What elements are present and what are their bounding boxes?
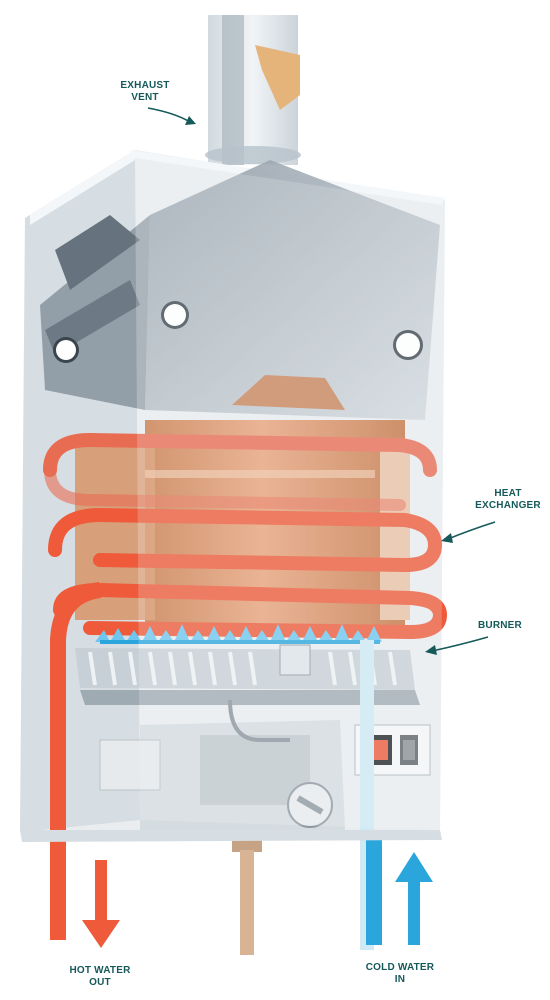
- exhaust-vent-label: EXHAUST VENT: [110, 80, 180, 104]
- hot-water-out-label-line1: HOT WATER: [69, 965, 131, 976]
- hot-water-out-arrow: [82, 860, 120, 948]
- cold-water-in-arrow: [395, 852, 433, 945]
- flue-hood: [40, 160, 440, 420]
- hot-water-out-label-line2: OUT: [89, 977, 111, 988]
- exhaust-vent-label-line2: VENT: [131, 92, 159, 103]
- leader-exhaust-vent: [147, 107, 196, 125]
- burner-flames: [95, 624, 382, 644]
- leader-heat-exchanger: [441, 521, 496, 543]
- exhaust-vent-label-line1: EXHAUST: [120, 80, 170, 91]
- hot-water-out-label: HOT WATER OUT: [60, 965, 140, 989]
- burner-label: BURNER: [470, 620, 530, 632]
- burner-label-line1: BURNER: [478, 620, 522, 631]
- heat-exchanger-label-line1: HEAT: [494, 488, 522, 499]
- burner-manifold: [75, 644, 420, 705]
- cold-water-in-label-line2: IN: [394, 974, 406, 985]
- leader-burner: [425, 636, 489, 655]
- gas-valve: [99, 699, 345, 835]
- cold-water-in-label: COLD WATER IN: [358, 962, 442, 986]
- heat-exchanger-label-line2: EXCHANGER: [475, 500, 541, 511]
- exhaust-vent-pipe: [205, 15, 301, 165]
- cold-water-in-label-line1: COLD WATER: [365, 962, 435, 973]
- heat-exchanger-label: HEAT EXCHANGER: [468, 488, 548, 512]
- gas-inlet-pipe: [232, 830, 262, 955]
- cold-water-pipe: [360, 640, 382, 950]
- enclosure-front: [20, 158, 445, 842]
- hot-water-pipe: [50, 582, 102, 940]
